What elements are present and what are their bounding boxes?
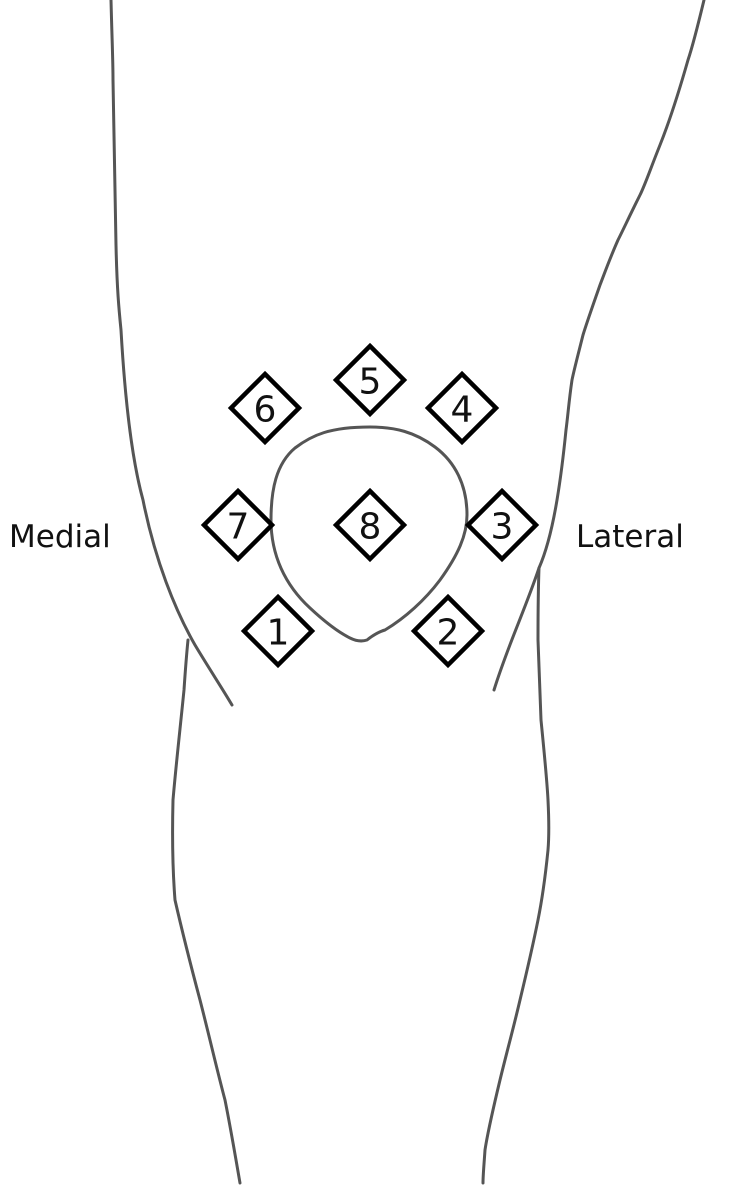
site-marker-3: 3: [464, 487, 540, 563]
marker-number: 8: [359, 507, 382, 548]
site-marker-2: 2: [410, 593, 486, 669]
site-marker-6: 6: [227, 370, 303, 446]
diamond-icon: [332, 487, 408, 563]
thigh-medial-outline: [109, 0, 234, 707]
leg-lateral-outline: [481, 566, 551, 1185]
marker-number: 2: [437, 613, 460, 654]
site-marker-7: 7: [200, 487, 276, 563]
marker-number: 3: [491, 507, 514, 548]
site-marker-5: 5: [332, 342, 408, 418]
marker-number: 4: [451, 390, 474, 431]
diamond-icon: [227, 370, 303, 446]
diamond-icon: [464, 487, 540, 563]
marker-number: 7: [227, 507, 250, 548]
diamond-icon: [240, 593, 316, 669]
site-marker-1: 1: [240, 593, 316, 669]
leg-medial-outline: [171, 638, 242, 1185]
diamond-icon: [424, 370, 500, 446]
site-marker-8: 8: [332, 487, 408, 563]
lateral-label: Lateral: [576, 519, 684, 555]
diamond-icon: [332, 342, 408, 418]
medial-label: Medial: [9, 519, 111, 555]
site-marker-4: 4: [424, 370, 500, 446]
diamond-icon: [200, 487, 276, 563]
marker-number: 1: [267, 613, 290, 654]
thigh-lateral-outline: [492, 0, 706, 692]
diamond-icon: [410, 593, 486, 669]
marker-number: 6: [254, 390, 277, 431]
patella-outline: [269, 425, 469, 643]
marker-number: 5: [359, 362, 382, 403]
